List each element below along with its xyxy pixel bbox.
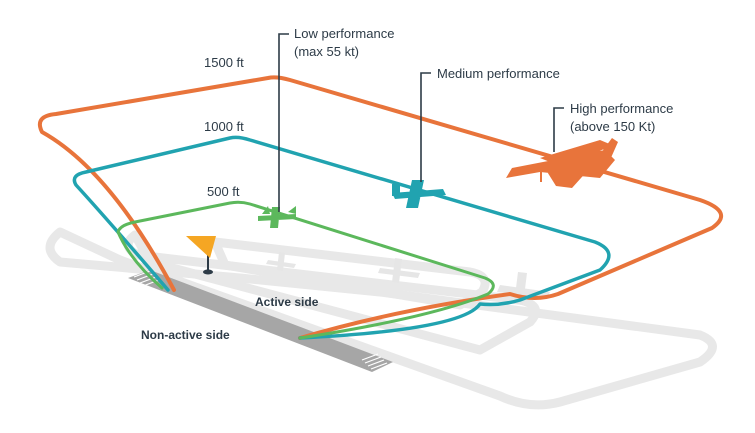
altitude-label-1000ft: 1000 ft (204, 119, 244, 134)
high-performance-gear (540, 172, 542, 182)
runway (128, 270, 393, 372)
high-performance-plane-icon (506, 138, 618, 188)
altitude-label-500ft: 500 ft (207, 184, 240, 199)
aircraft-medium-performance (392, 180, 446, 208)
shadow-pattern-outer (45, 227, 717, 410)
low-performance-label: Low performance (294, 26, 394, 41)
aircraft-low-performance (258, 206, 296, 228)
runway-threshold-marks-right (361, 353, 388, 370)
windsock (186, 236, 216, 275)
low-performance-plane-icon (258, 206, 296, 228)
medium-performance-leader-line (420, 72, 431, 182)
pattern-1000ft-circuit (72, 135, 611, 340)
medium-performance-plane-icon (392, 180, 446, 208)
medium-performance-label: Medium performance (437, 66, 560, 81)
low-performance-speed: (max 55 kt) (294, 44, 359, 59)
shadow-plane-1 (266, 252, 296, 271)
low-performance-leader-line (278, 33, 289, 212)
windsock-base (203, 269, 213, 275)
high-performance-leader-line (553, 107, 564, 152)
pattern-500ft-circuit (116, 200, 495, 340)
high-performance-speed: (above 150 Kt) (570, 119, 655, 134)
windsock-icon (186, 236, 216, 258)
non-active-side-label: Non-active side (141, 328, 230, 342)
active-side-label: Active side (255, 295, 319, 309)
high-performance-label: High performance (570, 101, 673, 116)
runway-surface (128, 270, 393, 372)
altitude-label-1500ft: 1500 ft (204, 55, 244, 70)
pattern-1500ft-circuit (37, 75, 724, 340)
aircraft-high-performance (506, 138, 618, 188)
shadow-plane-2 (378, 258, 420, 283)
